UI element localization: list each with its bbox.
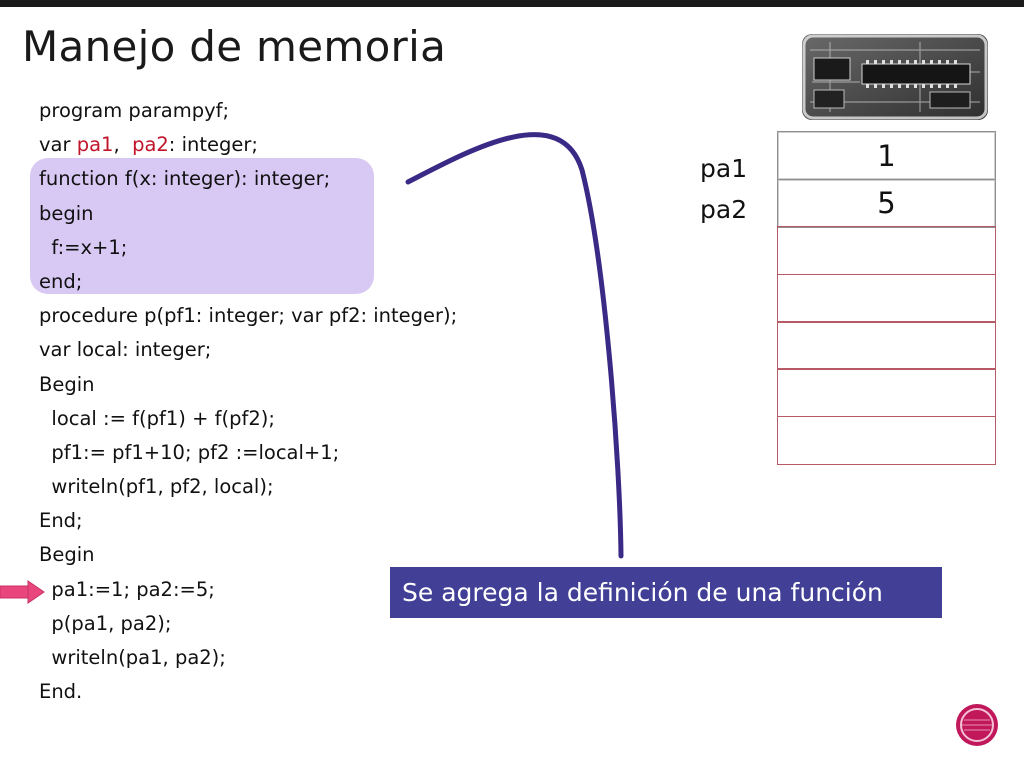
- code-line: pf1:= pf1+10; pf2 :=local+1;: [39, 436, 457, 470]
- code-line: pa1:=1; pa2:=5;: [39, 573, 457, 607]
- code-variable: pa2: [132, 133, 169, 157]
- code-line: writeln(pa1, pa2);: [39, 641, 457, 675]
- code-text: end;: [39, 269, 83, 293]
- code-line: var pa1, pa2: integer;: [39, 128, 457, 162]
- code-line: writeln(pf1, pf2, local);: [39, 470, 457, 504]
- code-line: end;: [39, 265, 457, 299]
- code-line: End.: [39, 675, 457, 709]
- var-label-pa1: pa1: [700, 154, 748, 183]
- code-listing: program parampyf; var pa1, pa2: integer; f…: [39, 94, 457, 709]
- code-text: pa1:=1; pa2:=5;: [39, 577, 215, 601]
- code-line: f:=x+1;: [39, 231, 457, 265]
- top-rule: [0, 0, 1024, 7]
- memory-cell: [777, 368, 996, 418]
- code-text: End;: [39, 509, 83, 533]
- callout-box: Se agrega la definición de una función: [390, 567, 942, 618]
- code-text: pf1:= pf1+10; pf2 :=local+1;: [39, 440, 340, 464]
- code-line: program parampyf;: [39, 94, 457, 128]
- slide-title: Manejo de memoria: [22, 22, 447, 71]
- code-line: Begin: [39, 538, 457, 572]
- code-text: : integer;: [168, 133, 258, 157]
- code-text: var local: integer;: [39, 338, 212, 362]
- code-text: program parampyf;: [39, 99, 230, 122]
- code-text: Begin: [39, 543, 95, 567]
- code-text: function f(x: integer): integer;: [39, 167, 331, 191]
- circle-badge-icon: [956, 704, 998, 746]
- code-line: function f(x: integer): integer;: [39, 162, 457, 196]
- memory-cell: 5: [777, 178, 996, 228]
- code-text: writeln(pf1, pf2, local);: [39, 475, 274, 499]
- code-text: var: [39, 133, 77, 157]
- code-text: p(pa1, pa2);: [39, 611, 172, 635]
- code-line: procedure p(pf1: integer; var pf2: integ…: [39, 299, 457, 333]
- code-text: procedure p(pf1: integer; var pf2: integ…: [39, 304, 458, 328]
- memory-cell: 1: [777, 131, 996, 181]
- code-line: begin: [39, 197, 457, 231]
- code-line: p(pa1, pa2);: [39, 607, 457, 641]
- arrow-right-icon: [0, 580, 45, 604]
- code-text: writeln(pa1, pa2);: [39, 646, 226, 669]
- code-line: End;: [39, 504, 457, 538]
- memory-cell: [777, 273, 996, 323]
- code-line: var local: integer;: [39, 333, 457, 367]
- memory-chip-icon: [802, 34, 988, 120]
- var-label-pa2: pa2: [700, 195, 748, 224]
- code-text: begin: [39, 201, 94, 225]
- code-text: ,: [113, 133, 133, 157]
- code-text: f:=x+1;: [39, 235, 128, 259]
- code-text: local := f(pf1) + f(pf2);: [39, 406, 275, 430]
- code-variable: pa1: [76, 133, 114, 157]
- function-highlight: [30, 158, 374, 294]
- memory-cell: [777, 321, 996, 371]
- code-line: Begin: [39, 368, 457, 402]
- code-text: End.: [39, 680, 83, 704]
- memory-cell: [777, 226, 996, 276]
- code-text: Begin: [39, 372, 95, 396]
- code-line: local := f(pf1) + f(pf2);: [39, 402, 457, 436]
- memory-cell: [777, 415, 996, 465]
